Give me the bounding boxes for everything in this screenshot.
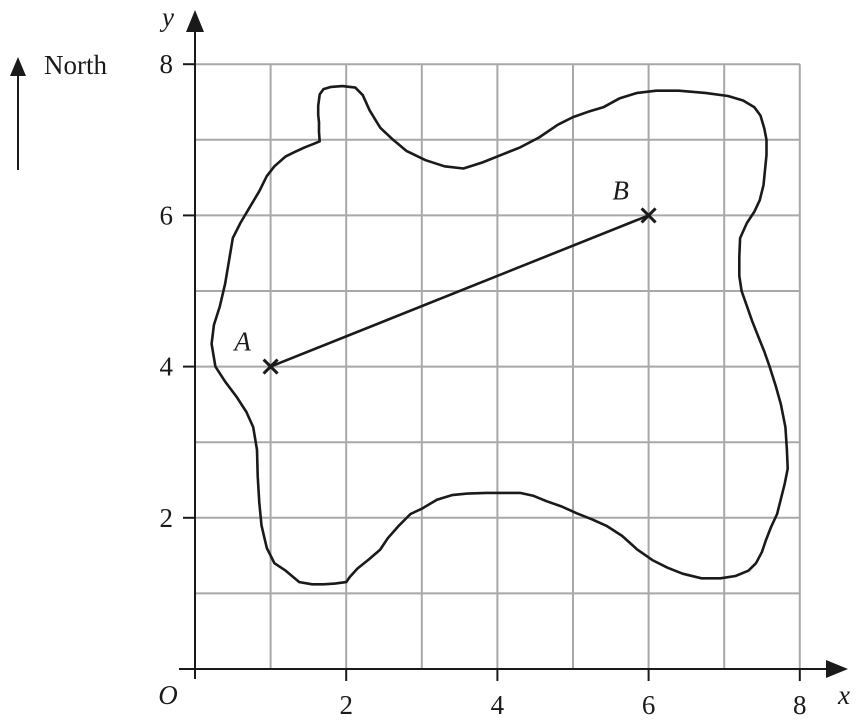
x-axis-label: x	[837, 680, 850, 710]
y-tick-label: 4	[160, 352, 174, 382]
segment-a-b	[270, 214, 650, 368]
y-tick-label: 2	[160, 503, 174, 533]
y-axis-arrowhead	[186, 10, 204, 32]
y-tick-label: 8	[160, 49, 174, 79]
x-tick-label: 8	[793, 690, 807, 720]
x-tick-label: 4	[491, 690, 505, 720]
point-b-label: B	[612, 175, 629, 205]
north-label: North	[44, 50, 107, 80]
axis-ticks: 2 4 6 8 2 4 6 8	[160, 49, 807, 720]
point-a-label: A	[232, 327, 251, 357]
y-tick-label: 6	[160, 200, 174, 230]
points: AB	[232, 175, 657, 375]
origin-label: O	[158, 680, 178, 710]
north-indicator: North	[10, 50, 107, 170]
cross-icon	[640, 207, 657, 224]
point-a-marker: A	[232, 327, 279, 375]
north-arrow-icon	[10, 57, 26, 76]
x-tick-label: 2	[339, 690, 353, 720]
axes: 2 4 6 8 2 4 6 8 x y O	[158, 2, 850, 720]
grid-lines	[195, 63, 801, 669]
y-axis-label: y	[159, 2, 174, 32]
x-tick-label: 6	[642, 690, 656, 720]
x-axis-arrowhead	[826, 660, 848, 678]
point-b-marker: B	[612, 175, 657, 224]
island-outline	[210, 84, 789, 586]
cross-icon	[262, 358, 279, 375]
